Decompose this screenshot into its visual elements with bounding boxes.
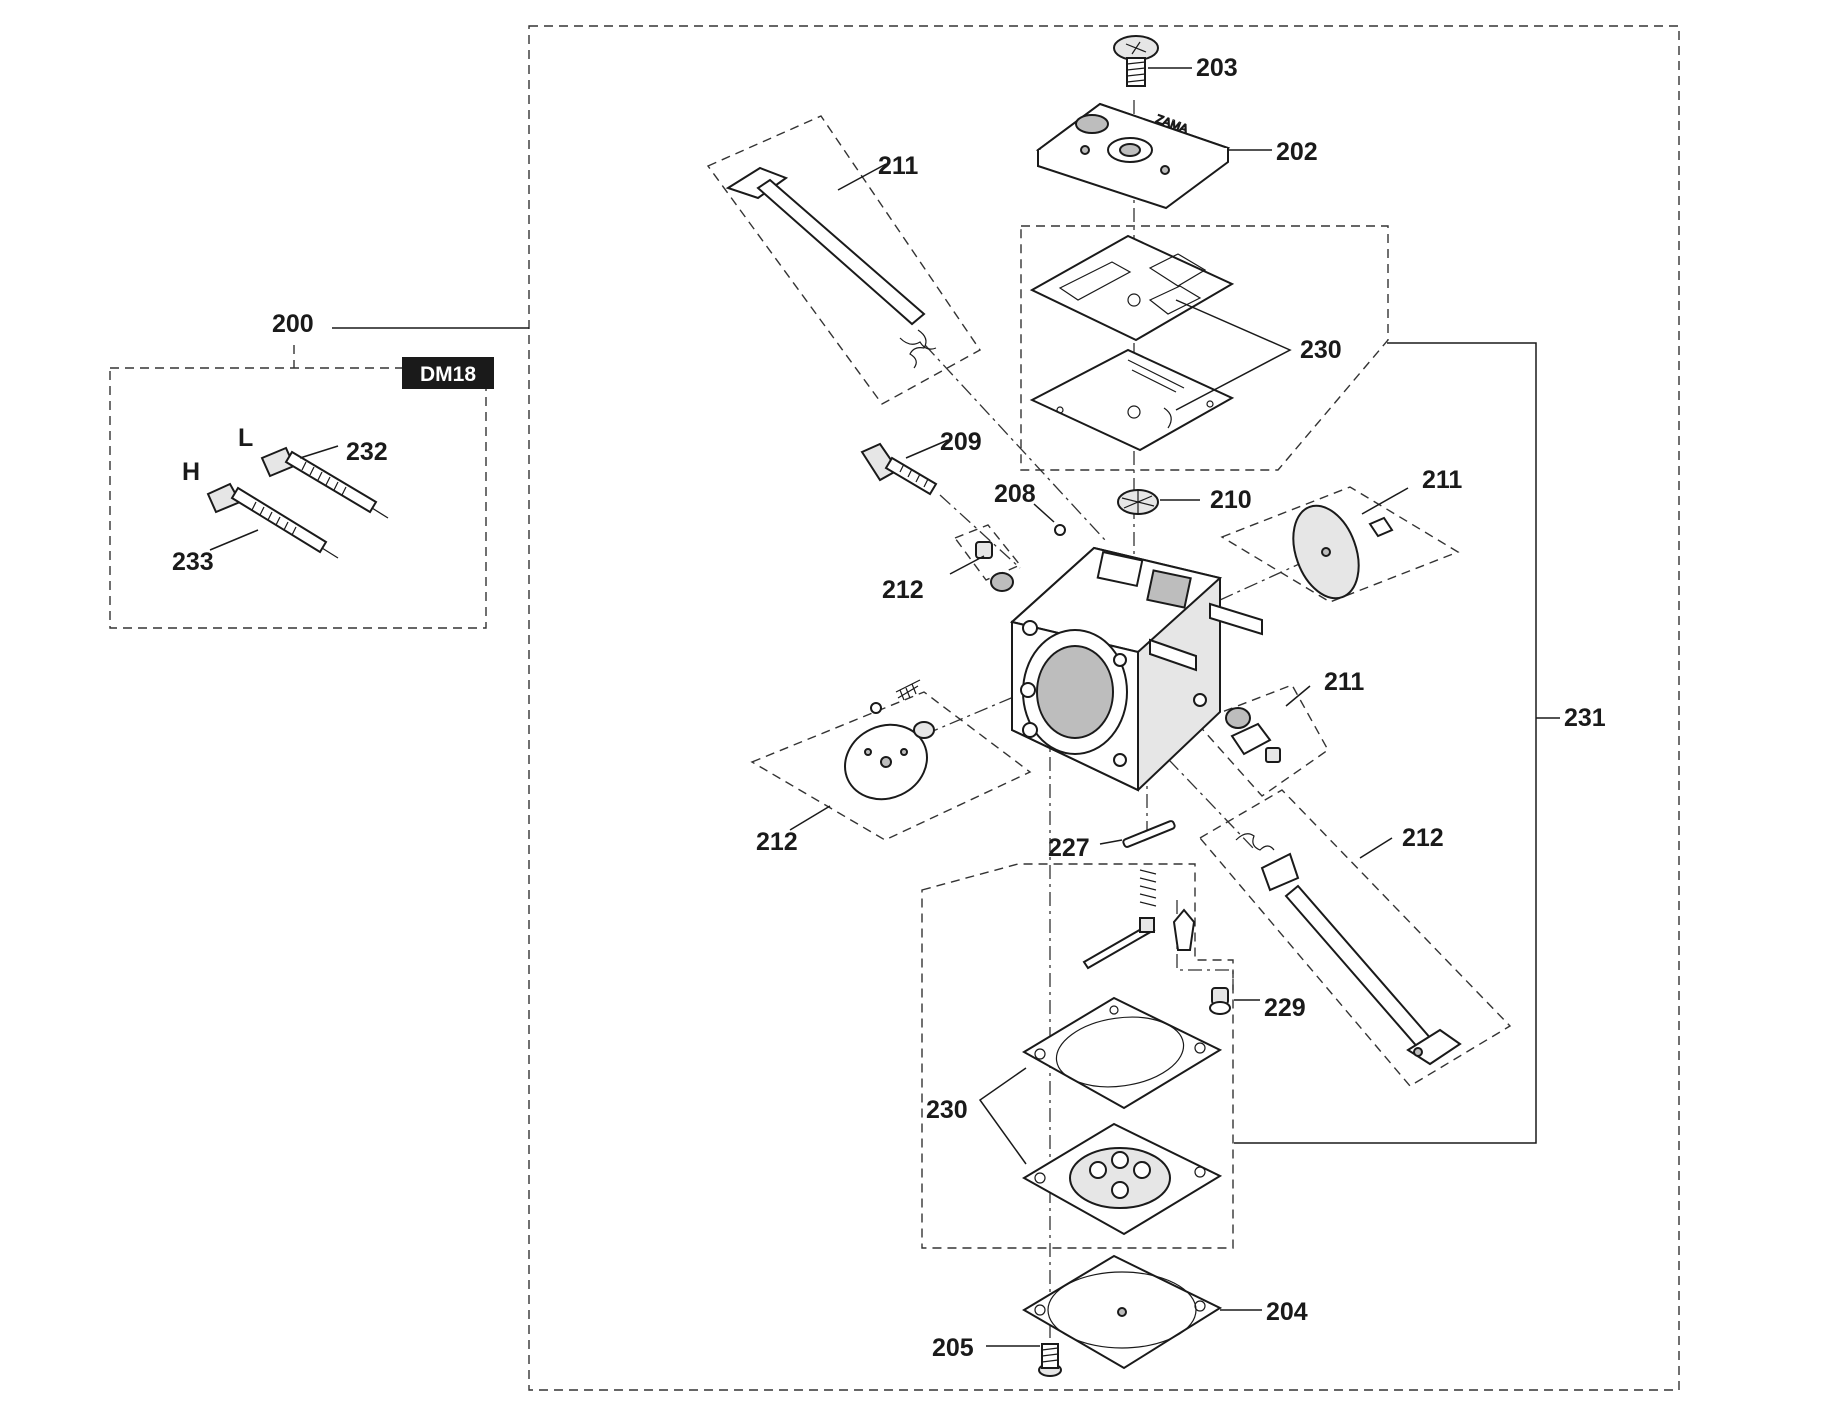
label-204: 204 <box>1266 1298 1308 1326</box>
cover-plate-202: ZAMA <box>1035 102 1231 210</box>
choke-plate-212-left <box>844 679 935 801</box>
axis-diag-212 <box>899 689 1031 746</box>
label-212-c: 212 <box>756 828 798 856</box>
label-209: 209 <box>940 428 982 456</box>
carburetor-body <box>1009 546 1263 792</box>
screw-203 <box>1113 35 1159 87</box>
label-230-top: 230 <box>1300 336 1342 364</box>
leader-lines <box>209 67 1409 1347</box>
choke-shaft-212-right <box>1235 833 1462 1066</box>
dm18-badge <box>402 357 494 389</box>
inlet-needle-assembly <box>1082 869 1196 970</box>
label-211-top: 211 <box>878 152 918 180</box>
label-231: 231 <box>1564 704 1606 732</box>
gasket-230-lower-a <box>1022 996 1223 1110</box>
throttle-plate-211-right <box>1292 504 1394 600</box>
label-letter-L: L <box>238 424 253 452</box>
group-frame-211-right <box>1220 486 1460 603</box>
label-233: 233 <box>172 548 214 576</box>
bracket-231 <box>1234 342 1537 1144</box>
diaphragm-cover-204 <box>1022 1254 1223 1370</box>
group-frame-212-left <box>750 691 1032 841</box>
group-frame-212-right <box>1198 789 1512 1087</box>
group-frame-211-top <box>706 115 982 405</box>
plug-212-small <box>975 541 1014 592</box>
main-dashed-frame <box>528 25 1680 1391</box>
lever-211-mid <box>1225 707 1281 763</box>
ball-208 <box>1054 524 1066 536</box>
dm18-badge-label: DM18 <box>420 363 476 386</box>
needle-233 <box>206 482 339 559</box>
label-232: 232 <box>346 438 388 466</box>
label-211-right: 211 <box>1422 466 1462 494</box>
label-208: 208 <box>994 480 1036 508</box>
label-200: 200 <box>272 310 314 338</box>
label-230-bottom: 230 <box>926 1096 968 1124</box>
gasket-230-upper-b <box>1029 348 1235 452</box>
label-203: 203 <box>1196 54 1238 82</box>
pin-227 <box>1122 820 1176 848</box>
axis-diag-209 <box>939 494 1021 569</box>
axis-diag-211 <box>924 344 1106 541</box>
screw-229 <box>1209 987 1231 1015</box>
part-labels: 200 203 202 211 230 209 208 210 211 212 … <box>172 54 1606 1362</box>
throttle-shaft-211-top <box>725 166 937 369</box>
needle-232 <box>260 446 389 519</box>
label-210: 210 <box>1210 486 1252 514</box>
group-frame-bottom <box>921 863 1234 1249</box>
group-frame-212-small <box>953 524 1022 581</box>
group-frame-230-top <box>1020 225 1389 471</box>
screw-205 <box>1038 1343 1062 1377</box>
gasket-230-upper-a <box>1029 234 1235 342</box>
label-229: 229 <box>1264 994 1306 1022</box>
label-205: 205 <box>932 1334 974 1362</box>
group-frame-211-mid <box>1194 684 1329 797</box>
label-211-mid: 211 <box>1324 668 1364 696</box>
idle-screw-209 <box>860 442 938 496</box>
gasket-230-lower-b <box>1022 1122 1223 1236</box>
label-202: 202 <box>1276 138 1318 166</box>
label-212-b: 212 <box>1402 824 1444 852</box>
label-212-a: 212 <box>882 576 924 604</box>
label-letter-H: H <box>182 458 200 486</box>
label-227: 227 <box>1048 834 1090 862</box>
screen-210 <box>1117 489 1159 515</box>
kit-dashed-frame <box>109 367 487 629</box>
